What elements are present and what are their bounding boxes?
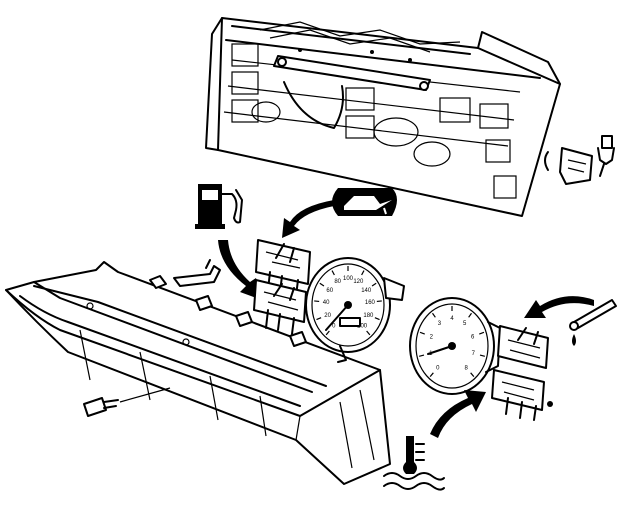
fuel-gauge-arrow [218,240,262,300]
voltmeter-gauge-module [491,369,553,421]
speedometer-scale-label: 0 [332,324,336,330]
speedometer-scale-label: 60 [326,288,333,294]
speedometer-scale-label: 40 [323,300,330,306]
tachometer-scale-tick [419,331,425,335]
temperature-gauge-arrow [430,390,486,438]
oil-gauge-module [253,279,307,335]
speedometer-scale-label: 120 [353,279,364,285]
speedometer-scale-label: 20 [324,313,331,319]
coolant-temperature-icon [383,436,445,491]
speedometer-scale-label: 160 [365,300,376,306]
fuel-gauge-module [255,239,311,297]
fuel-pump-icon [195,184,243,229]
tachometer-scale-label: 2 [430,334,434,340]
cluster-front-bezel [5,261,391,485]
oil-gauge-arrow [282,200,334,238]
bezel-screw-icon [83,387,171,417]
tachometer-scale-label: 8 [464,365,468,371]
cluster-rear-housing [205,17,561,217]
speedometer-scale-label: 140 [361,288,372,294]
sender-probe-icon [569,299,617,346]
speedometer-scale-tick [325,330,330,336]
speedometer-scale-tick [374,317,380,321]
speedometer-scale-label: 180 [363,313,374,319]
speedometer-scale-tick [361,270,365,276]
tachometer-scale-label: 3 [438,321,442,327]
tachometer-scale-label: 4 [450,316,454,322]
tachometer-scale-tick [470,372,475,378]
tachometer-gauge: 0 1 2 3 4 5 6 7 8 [409,297,501,395]
tachometer-scale-label: 0 [436,365,440,371]
tachometer-scale-label: 1 [429,351,433,357]
speedometer-scale-tick [371,282,377,287]
temperature-gauge-module [497,325,549,369]
tachometer-scale-label: 7 [472,351,476,357]
tachometer-scale-tick [429,372,434,378]
tachometer-scale-tick [468,312,472,318]
speedometer-scale-tick [331,270,335,276]
speedometer-scale-label: 100 [343,276,354,282]
speedometer-scale-tick [314,300,320,303]
speedometer-scale-label: 200 [357,324,368,330]
speedometer-scale-label: 80 [334,279,341,285]
speedometer-scale-tick [366,330,371,336]
tachometer-scale-label: 5 [463,321,467,327]
wiring-connector-icon [544,147,593,185]
tachometer-scale-tick [432,312,436,318]
speedometer-arrow [524,296,594,318]
speedometer-scale-tick [319,282,325,287]
retaining-clip-icon [173,259,221,287]
housing-screw-icon [597,135,615,177]
speedometer-scale-tick [316,317,322,321]
tachometer-scale-tick [479,331,485,335]
oil-can-icon [332,188,397,216]
tachometer-scale-tick [479,354,485,357]
speedometer-scale-tick [376,300,382,303]
tachometer-scale-label: 6 [471,334,475,340]
tachometer-scale-tick [419,354,425,357]
